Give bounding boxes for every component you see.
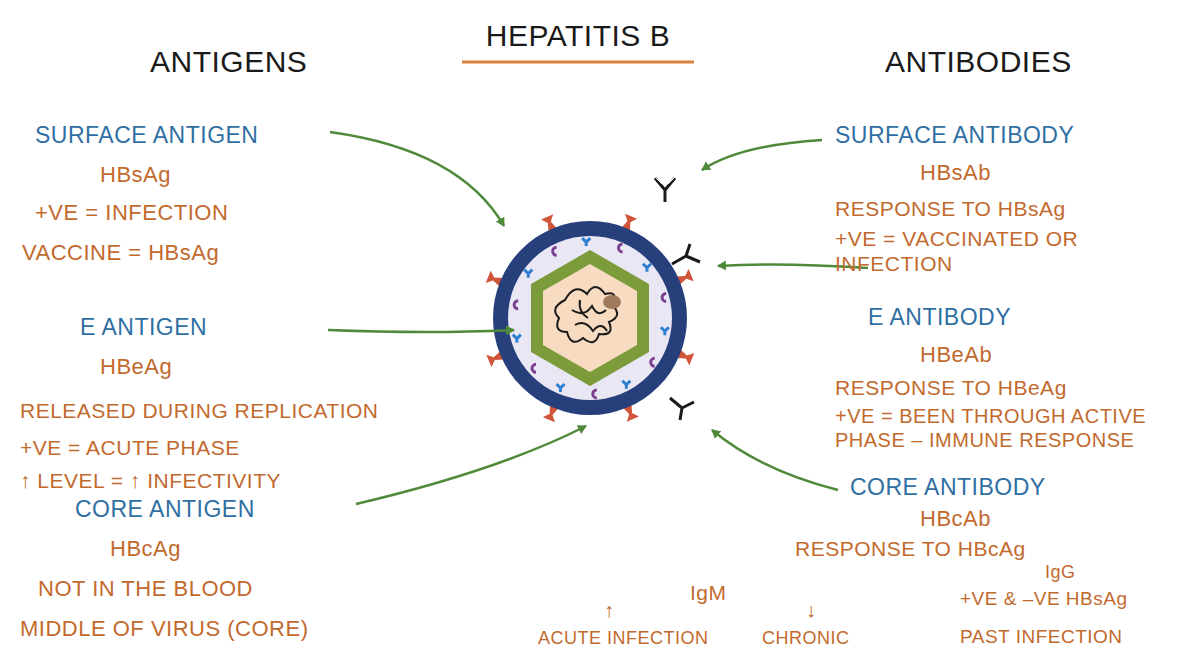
leader-arrow (328, 132, 868, 504)
note: MIDDLE OF VIRUS (CORE) (20, 616, 308, 642)
antigen-heading: CORE ANTIGEN (75, 496, 255, 524)
viral-dna (555, 287, 617, 342)
envelope-inner (508, 236, 672, 400)
core-antigen-marker (662, 293, 666, 301)
title: HEPATITIS B (486, 18, 670, 54)
note: ↑ (604, 598, 615, 622)
note: +VE & –VE HBsAg (960, 588, 1128, 611)
e-antigen-marker (524, 270, 532, 278)
abbreviation: HBsAb (920, 160, 991, 186)
abbreviation: HBcAg (110, 536, 181, 562)
core-antigen-marker (651, 358, 655, 366)
note: ↓ (806, 598, 817, 622)
note: NOT IN THE BLOOD (38, 576, 253, 602)
antibody-heading: SURFACE ANTIBODY (835, 122, 1074, 150)
note: ↑ LEVEL = ↑ INFECTIVITY (20, 468, 281, 493)
note: +VE = INFECTION (35, 200, 228, 226)
e-antigen-marker (661, 327, 669, 335)
note: RESPONSE TO HBcAg (795, 536, 1026, 561)
antigen-heading: E ANTIGEN (80, 314, 207, 342)
core-antigen-marker (619, 244, 623, 252)
capsid (531, 250, 649, 386)
antibody-heading: CORE ANTIBODY (850, 474, 1046, 502)
abbreviation: HBcAb (920, 506, 991, 532)
polymerase (603, 295, 621, 309)
abbreviation: HBeAb (920, 342, 992, 368)
core-antigen-marker (553, 247, 557, 255)
e-antigen-marker (622, 381, 630, 389)
abbreviation: HBeAg (100, 354, 172, 380)
e-antigen-marker (513, 335, 521, 343)
antigen-heading: SURFACE ANTIGEN (35, 122, 258, 150)
e-antigen-marker (643, 264, 651, 272)
note: RESPONSE TO HBeAg (835, 375, 1067, 400)
e-antigen-marker (582, 238, 590, 246)
column-heading: ANTIBODIES (885, 44, 1072, 80)
e-antigen-marker (556, 384, 564, 392)
core-antigen-marker (593, 390, 597, 398)
note: IgM (690, 580, 727, 605)
title-underline (462, 61, 694, 64)
antibody-heading: E ANTIBODY (868, 304, 1011, 332)
core-antigen-marker (514, 301, 518, 309)
antibody (652, 174, 700, 420)
note: RELEASED DURING REPLICATION (20, 398, 379, 423)
note: IgG (1045, 562, 1076, 584)
note: +VE = VACCINATED OR INFECTION (835, 226, 1135, 276)
envelope (493, 221, 687, 415)
note: VACCINE = HBsAg (22, 240, 219, 266)
note: RESPONSE TO HBsAg (835, 196, 1066, 221)
column-heading: ANTIGENS (150, 44, 307, 80)
note: CHRONIC (762, 628, 850, 650)
abbreviation: HBsAg (100, 162, 171, 188)
note: PAST INFECTION (960, 626, 1123, 649)
note: ACUTE INFECTION (538, 628, 709, 650)
core-antigen-marker (532, 364, 536, 372)
note: +VE = BEEN THROUGH ACTIVE PHASE – IMMUNE… (835, 404, 1193, 452)
note: +VE = ACUTE PHASE (20, 435, 240, 460)
core (543, 264, 637, 372)
